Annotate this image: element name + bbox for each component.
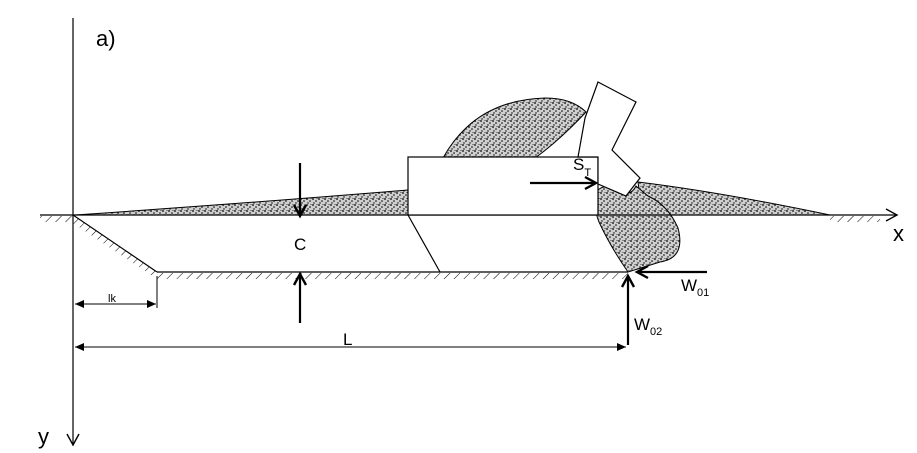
force-s-main: S	[573, 155, 584, 174]
machine-arm	[577, 81, 641, 197]
soil-spoil-left	[74, 189, 409, 216]
soil-spoil-top	[442, 97, 587, 159]
ground-hatch-left	[40, 216, 73, 222]
force-s-sub: T	[584, 167, 591, 179]
force-w02-label: W02	[634, 315, 662, 338]
panel-label: a)	[96, 26, 116, 51]
lk-label: lk	[108, 293, 116, 305]
depth-label: C	[294, 235, 306, 254]
length-label: L	[343, 330, 352, 349]
x-axis-label: x	[893, 221, 904, 246]
ground-hatch-right	[830, 216, 880, 222]
force-w01-sub: 01	[697, 287, 709, 299]
force-s-label: ST	[573, 155, 591, 179]
force-w01-main: W	[681, 276, 697, 295]
machine-block	[407, 156, 599, 216]
force-w02-main: W	[634, 315, 650, 334]
force-w02-sub: 02	[650, 326, 662, 338]
y-axis-label: y	[38, 424, 49, 449]
trench-bottom-hatch	[157, 273, 628, 279]
trench-slope-hatch	[70, 215, 157, 279]
blade-left-edge	[407, 214, 441, 273]
force-w01-label: W01	[681, 276, 709, 299]
